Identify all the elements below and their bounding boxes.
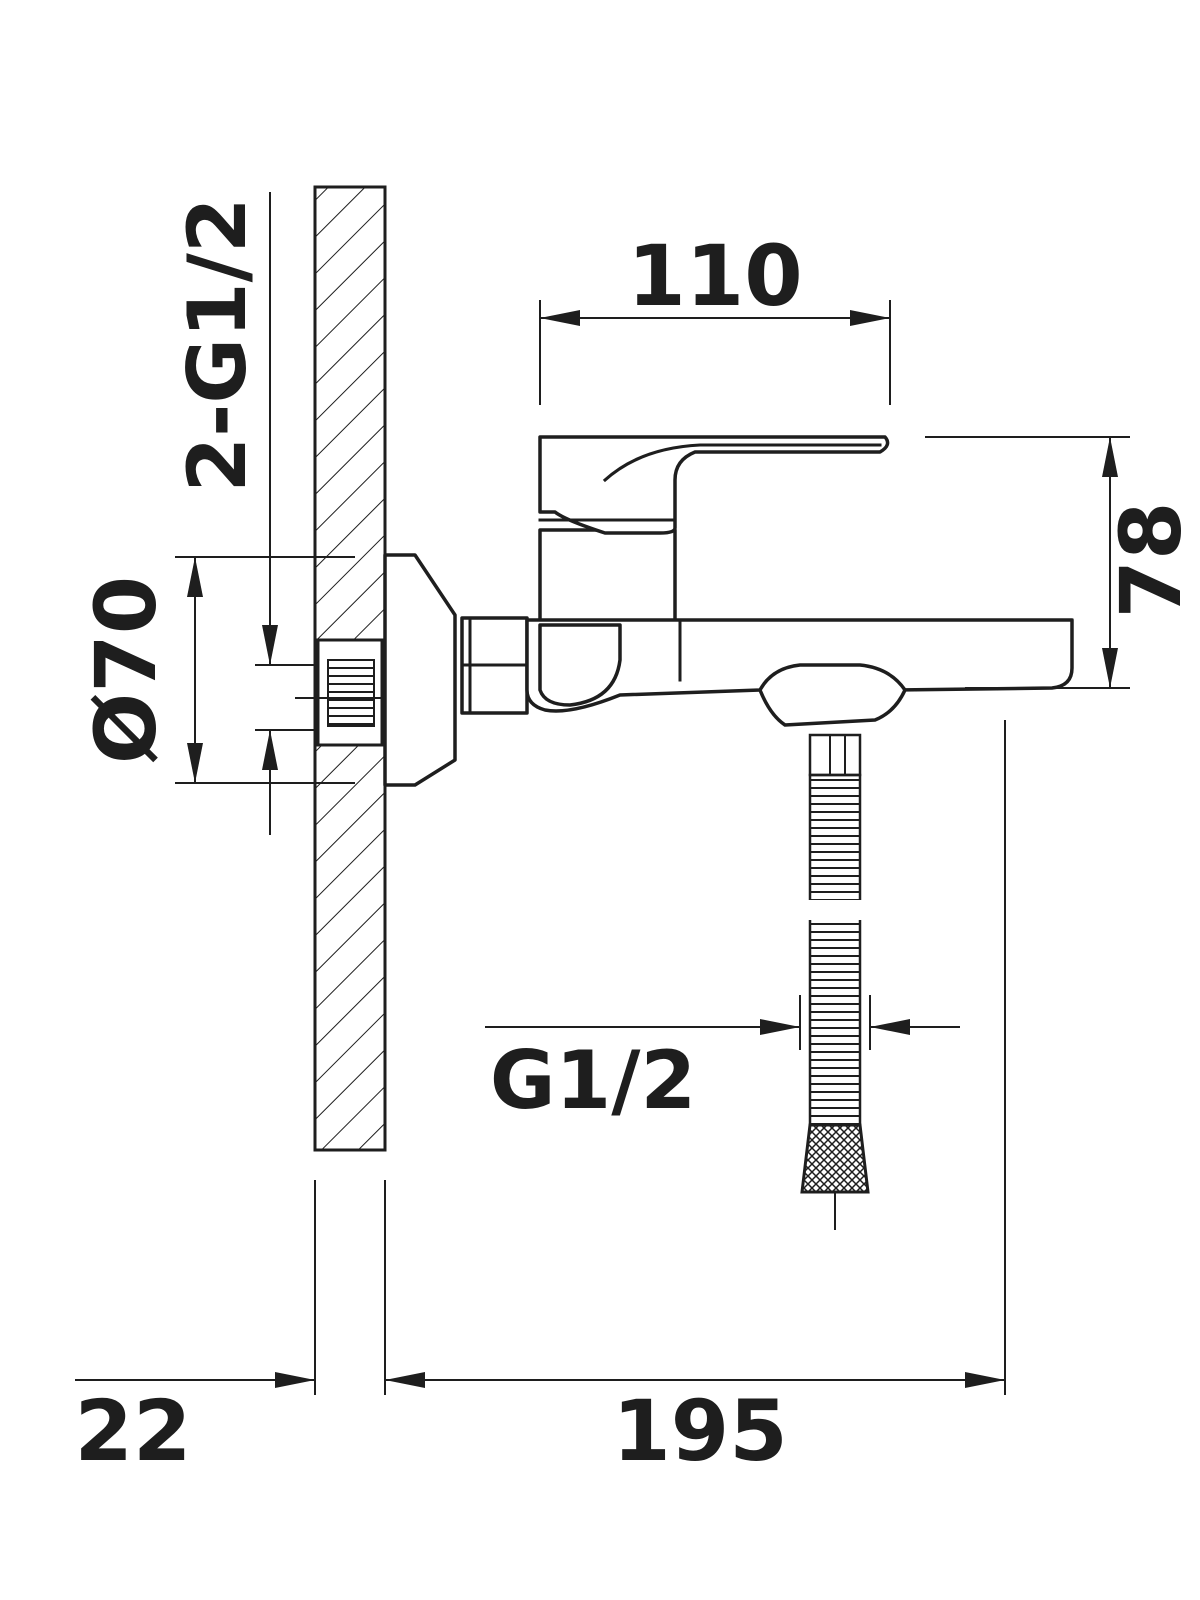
dimension-hose-thread-label: G1/2 xyxy=(490,1034,696,1127)
dimension-diameter-70: Ø70 xyxy=(77,556,355,784)
dimension-diameter-label: Ø70 xyxy=(77,576,175,764)
dimension-78: 78 xyxy=(925,436,1200,689)
hose-connector xyxy=(758,663,907,727)
dimension-inlet-thread: 2-G1/2 xyxy=(171,192,315,835)
diverter-knob xyxy=(538,623,622,707)
dimension-inlet-thread-label: 2-G1/2 xyxy=(171,197,264,492)
dimension-bottom: 22 195 xyxy=(75,720,1006,1480)
dimension-78-label: 78 xyxy=(1102,502,1200,619)
hose-gap xyxy=(808,900,862,920)
handle-lever xyxy=(538,435,890,535)
wall-flange xyxy=(383,553,457,787)
wall-section xyxy=(295,185,405,1152)
dimension-110-label: 110 xyxy=(627,227,802,325)
hose-body xyxy=(808,773,862,1127)
dimension-22-label: 22 xyxy=(75,1382,192,1480)
dimension-195-label: 195 xyxy=(612,1382,787,1480)
handle-lever-curve xyxy=(602,443,882,483)
mixer-cylinder xyxy=(538,528,677,627)
hose-upper-fitting xyxy=(808,733,862,777)
hose-nut-knurled xyxy=(800,1123,870,1194)
dimension-110: 110 xyxy=(539,227,891,405)
faucet-body xyxy=(383,435,1074,787)
dimension-hose-thread: G1/2 xyxy=(485,995,960,1127)
inlet-thread xyxy=(327,659,375,727)
spout-outlet xyxy=(678,618,1074,682)
shower-hose xyxy=(800,733,870,1230)
